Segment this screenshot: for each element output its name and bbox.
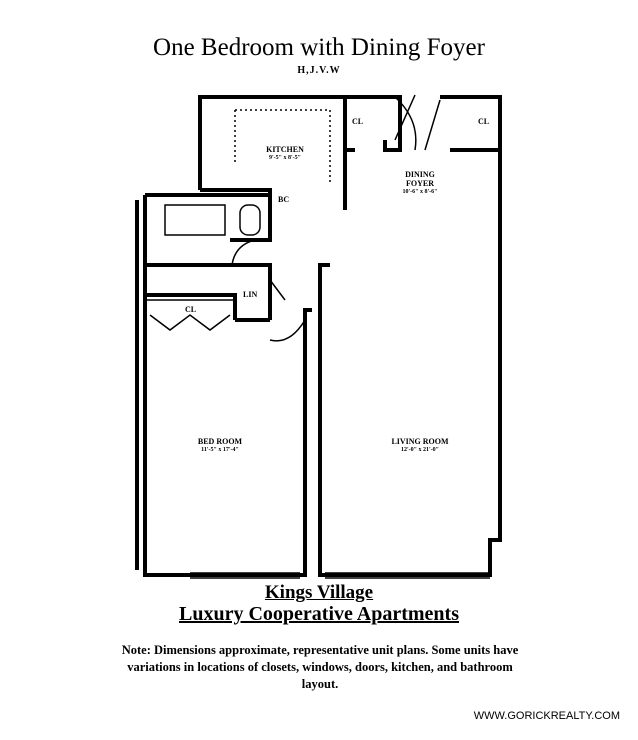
bc-label: BC [278, 195, 290, 204]
closet-label-bedroom: CL [185, 305, 197, 314]
plan-title: One Bedroom with Dining Foyer [153, 34, 485, 61]
closet-label-right: CL [478, 117, 490, 126]
unit-lines: H,J.V.W [297, 65, 341, 76]
building-name: Kings Village [264, 582, 374, 603]
building-tagline: Luxury Cooperative Apartments [179, 603, 459, 625]
disclaimer-note: Note: Dimensions approximate, representa… [121, 643, 519, 691]
dining-foyer-label: DINING FOYER 10'-6" x 8'-6" [402, 170, 438, 195]
website-link[interactable]: WWW.GORICKREALTY.COM [473, 710, 620, 722]
walls [135, 95, 502, 577]
linen-closet-label: LIN [243, 290, 258, 299]
closet-label-left: CL [352, 117, 364, 126]
